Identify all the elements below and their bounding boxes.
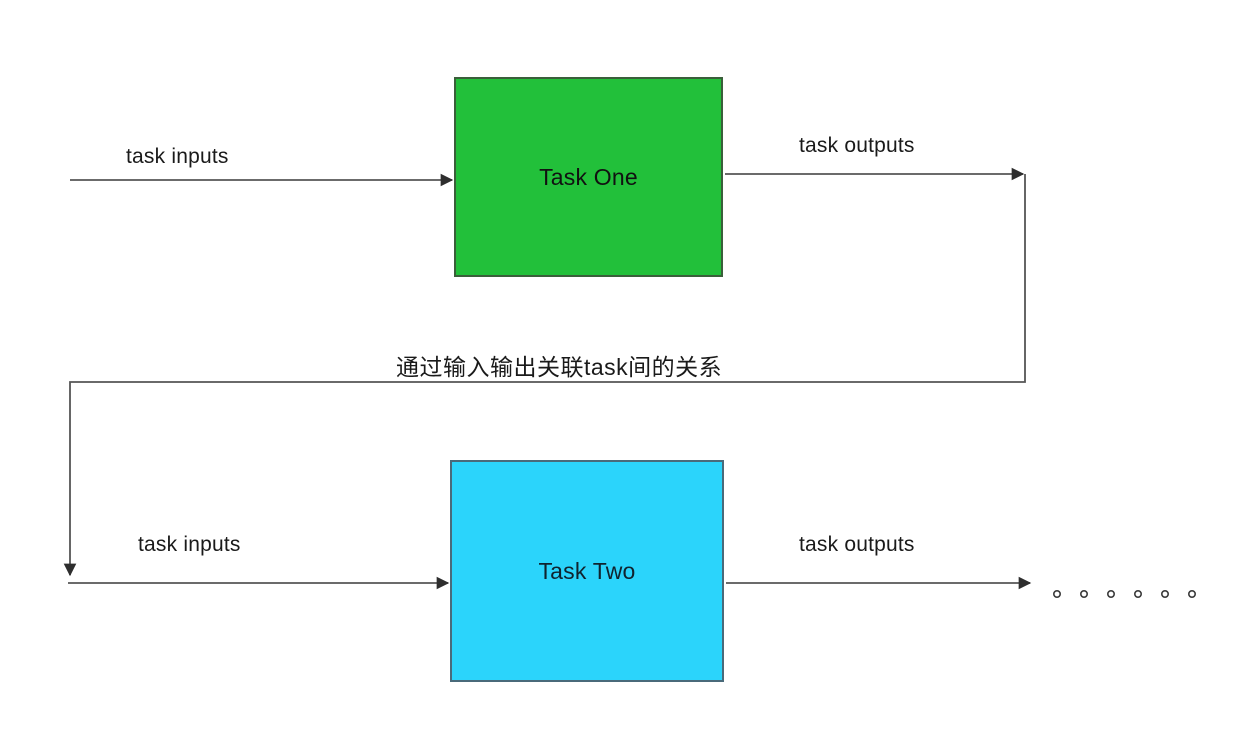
label-feedback-relation: 通过输入输出关联task间的关系: [396, 354, 723, 380]
continuation-dot: [1188, 589, 1197, 598]
continuation-dots: [1053, 589, 1197, 598]
continuation-dot: [1107, 589, 1116, 598]
continuation-dot: [1161, 589, 1170, 598]
node-task-one[interactable]: Task One: [454, 77, 723, 277]
node-task-one-label: Task One: [539, 163, 638, 190]
edge-feedback-loop: [63, 174, 1026, 577]
label-task-one-inputs: task inputs: [126, 145, 229, 168]
label-task-two-inputs: task inputs: [138, 533, 241, 556]
node-task-two[interactable]: Task Two: [450, 460, 724, 682]
node-task-two-label: Task Two: [538, 557, 636, 584]
continuation-dot: [1134, 589, 1143, 598]
label-task-two-outputs: task outputs: [799, 533, 915, 556]
continuation-dot: [1053, 589, 1062, 598]
label-task-one-outputs: task outputs: [799, 134, 915, 157]
continuation-dot: [1080, 589, 1089, 598]
